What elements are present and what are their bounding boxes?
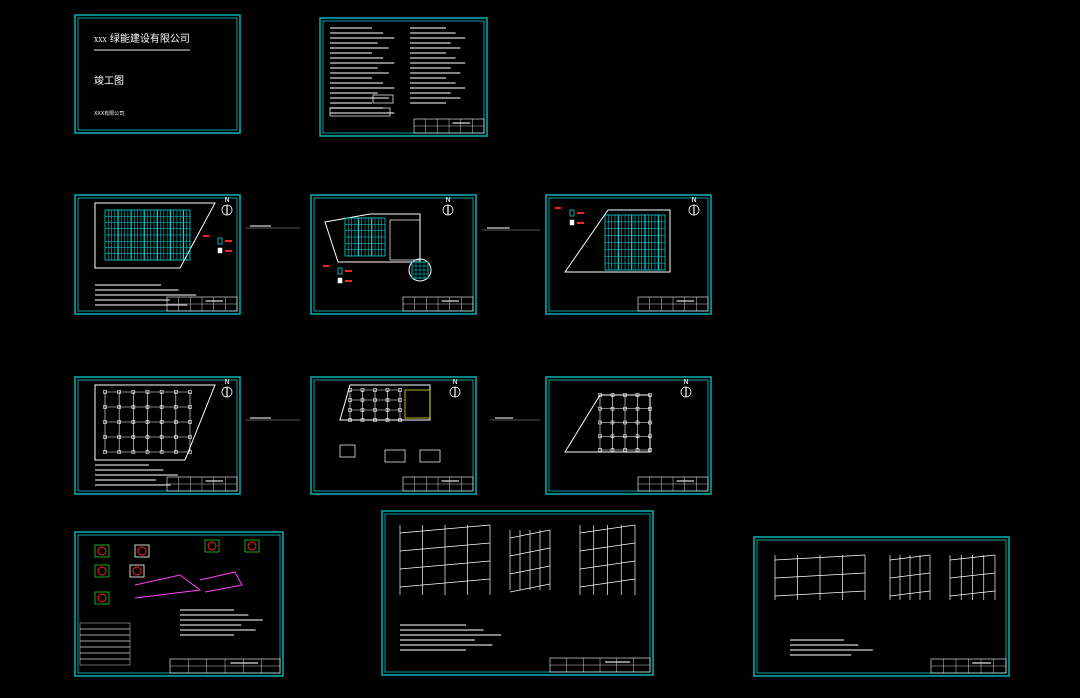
title-block — [637, 296, 709, 312]
title-block — [402, 476, 474, 492]
title-block — [930, 658, 1007, 674]
legend-marker — [203, 235, 232, 254]
pv-panel-array — [104, 209, 191, 261]
sheet-elevations-1[interactable] — [381, 510, 654, 676]
north-arrow-icon: N — [221, 378, 233, 398]
pv-panel-array — [344, 217, 386, 257]
annotation-leader — [482, 227, 540, 231]
title-block — [166, 476, 238, 492]
annotation-leader — [490, 417, 540, 421]
north-arrow-icon: N — [688, 196, 700, 216]
cover-drawing-title: 竣工图 — [94, 76, 124, 87]
title-block — [413, 118, 485, 134]
sheet-layout-plan-2[interactable]: N — [310, 194, 477, 315]
sheet-pile-plan-1[interactable]: N — [74, 376, 241, 495]
sheet-layout-plan-3[interactable]: N — [545, 194, 712, 315]
north-label: N — [225, 378, 230, 386]
pile-grid — [103, 390, 192, 454]
sheet-pile-plan-3[interactable]: N — [545, 376, 712, 495]
legend-marker — [323, 265, 352, 284]
sheet-design-notes[interactable] — [319, 17, 488, 137]
pv-panel-array — [411, 261, 429, 279]
north-label: N — [692, 196, 697, 204]
title-block — [549, 657, 651, 673]
sheet-cover[interactable] — [74, 14, 241, 134]
title-block — [169, 658, 281, 674]
north-arrow-icon: N — [449, 378, 461, 398]
north-label: N — [453, 378, 458, 386]
north-arrow-icon: N — [680, 378, 692, 398]
sheet-elevations-2[interactable] — [753, 536, 1010, 677]
title-block — [637, 476, 709, 492]
annotation-leader — [245, 417, 300, 421]
title-block — [166, 296, 238, 312]
title-block — [402, 296, 474, 312]
sheet-pile-plan-2[interactable]: N — [310, 376, 477, 495]
north-label: N — [684, 378, 689, 386]
legend-marker — [555, 207, 584, 226]
north-label: N — [225, 196, 230, 204]
pile-grid — [598, 393, 652, 452]
cover-issuer: XXX有限公司 — [94, 111, 125, 117]
sheet-layout-plan-1[interactable]: N — [74, 194, 241, 315]
annotation-leader — [245, 225, 300, 229]
north-label: N — [446, 196, 451, 204]
north-arrow-icon: N — [221, 196, 233, 216]
pile-grid — [348, 388, 402, 422]
north-arrow-icon: N — [442, 196, 454, 216]
pv-panel-array — [604, 214, 666, 271]
sheet-bracket-details[interactable] — [74, 531, 284, 677]
